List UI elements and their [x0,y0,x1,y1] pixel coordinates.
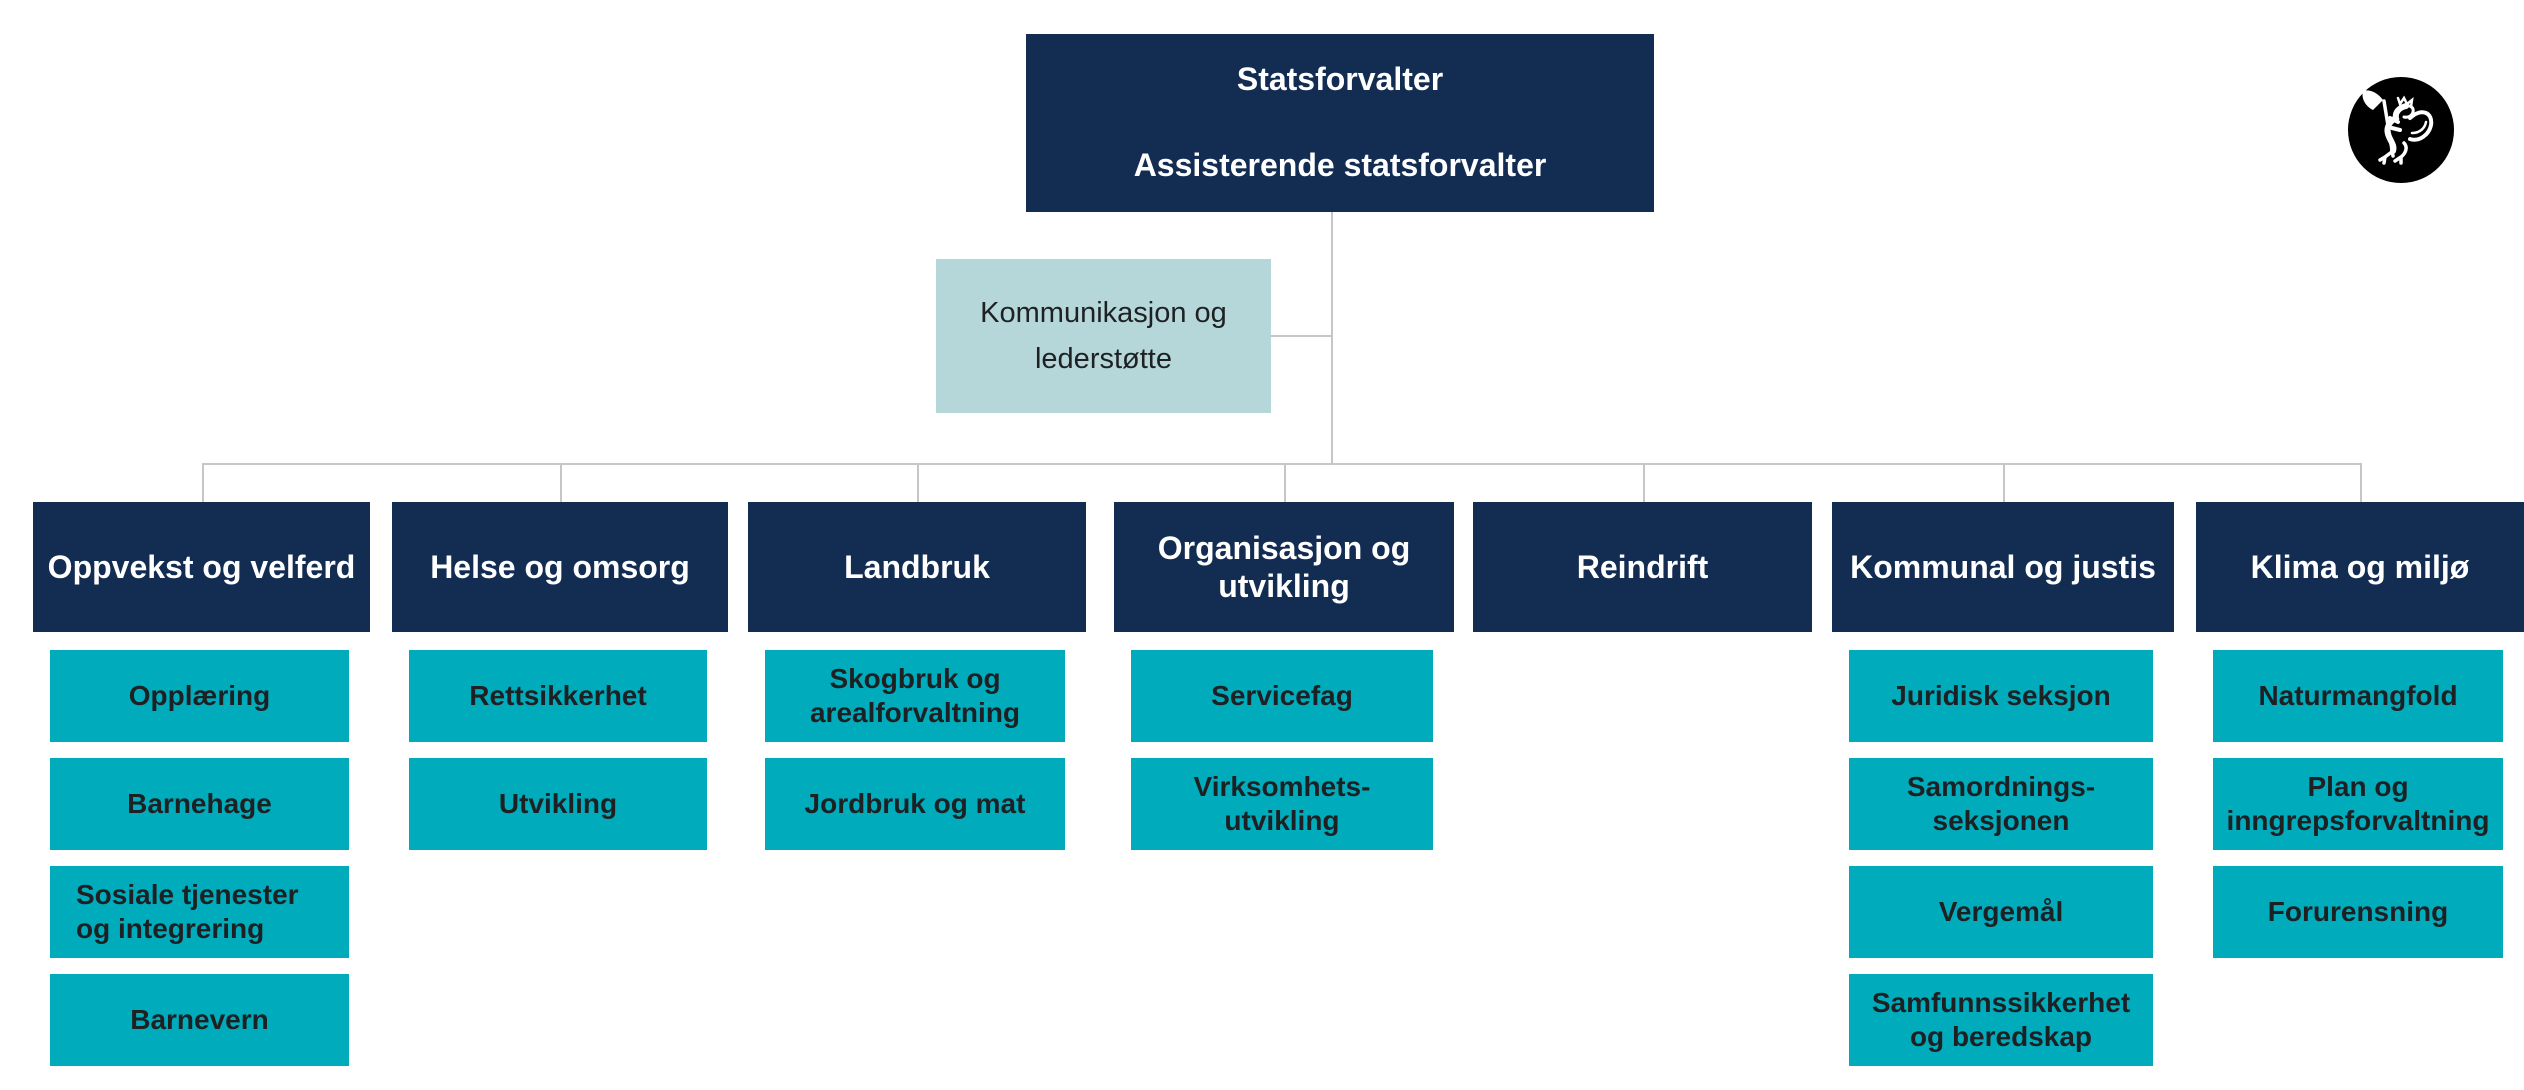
section-label: Jordbruk og mat [804,787,1026,819]
section-label: Juridisk seksjon [1891,679,2111,711]
section-box: Forurensning [2213,866,2503,958]
main-vertical-connector [1331,212,1333,463]
section-box: Plan og inngrepsforvaltning [2213,758,2503,850]
section-label: Barnehage [127,787,272,819]
department-stub-connector [202,463,204,502]
department-label: Organisasjon og utvikling [1157,529,1411,604]
section-label: Opplæring [128,679,271,711]
section-label: Virksomhets- utvikling [1193,770,1371,836]
section-label: Plan og inngrepsforvaltning [2226,770,2490,836]
department-label: Klima og miljø [2250,548,2470,585]
section-label: Forurensning [2267,895,2449,927]
department-stub-connector [2360,463,2362,502]
staff-box-kommunikasjon: Kommunikasjon og lederstøtte [936,259,1271,413]
section-box: Utvikling [409,758,707,850]
department-label: Helse og omsorg [430,548,690,585]
section-box: Barnehage [50,758,349,850]
section-label: Vergemål [1938,895,2064,927]
section-box: Servicefag [1131,650,1433,742]
section-label: Barnevern [130,1003,269,1035]
section-box: Samordnings- seksjonen [1849,758,2153,850]
section-box: Naturmangfold [2213,650,2503,742]
top-leadership-box: Statsforvalter Assisterende statsforvalt… [1026,34,1654,212]
department-box: Reindrift [1473,502,1812,632]
horizontal-rail-connector [202,463,2362,465]
staff-box-label: Kommunikasjon og lederstøtte [980,296,1227,375]
section-label: Rettsikkerhet [469,679,647,711]
section-box: Juridisk seksjon [1849,650,2153,742]
section-box: Virksomhets- utvikling [1131,758,1433,850]
section-label: Skogbruk og arealforvaltning [809,662,1021,728]
department-stub-connector [2003,463,2005,502]
section-label: Sosiale tjenester og integrering [76,878,299,944]
department-box: Organisasjon og utvikling [1114,502,1454,632]
department-label: Kommunal og justis [1850,548,2156,585]
department-box: Helse og omsorg [392,502,728,632]
department-stub-connector [917,463,919,502]
section-box: Skogbruk og arealforvaltning [765,650,1065,742]
statsforvalter-label: Statsforvalter [1236,61,1444,98]
department-box: Landbruk [748,502,1086,632]
section-box: Vergemål [1849,866,2153,958]
department-stub-connector [1284,463,1286,502]
section-label: Samordnings- seksjonen [1906,770,2096,836]
section-box: Jordbruk og mat [765,758,1065,850]
department-label: Reindrift [1576,548,1709,585]
department-stub-connector [560,463,562,502]
department-box: Kommunal og justis [1832,502,2174,632]
department-label: Oppvekst og velferd [47,548,356,585]
section-box: Samfunnssikkerhet og beredskap [1849,974,2153,1066]
norwegian-lion-icon [2348,77,2454,183]
department-stub-connector [1643,463,1645,502]
assisterende-statsforvalter-label: Assisterende statsforvalter [1133,147,1547,183]
section-label: Utvikling [498,787,618,819]
section-box: Sosiale tjenester og integrering [50,866,349,958]
department-box: Oppvekst og velferd [33,502,370,632]
section-label: Naturmangfold [2258,679,2458,711]
staff-horizontal-connector [1271,335,1331,337]
section-box: Barnevern [50,974,349,1066]
department-box: Klima og miljø [2196,502,2524,632]
section-label: Samfunnssikkerhet og beredskap [1871,986,2131,1052]
section-box: Rettsikkerhet [409,650,707,742]
section-box: Opplæring [50,650,349,742]
section-label: Servicefag [1211,679,1353,711]
department-label: Landbruk [844,548,990,585]
